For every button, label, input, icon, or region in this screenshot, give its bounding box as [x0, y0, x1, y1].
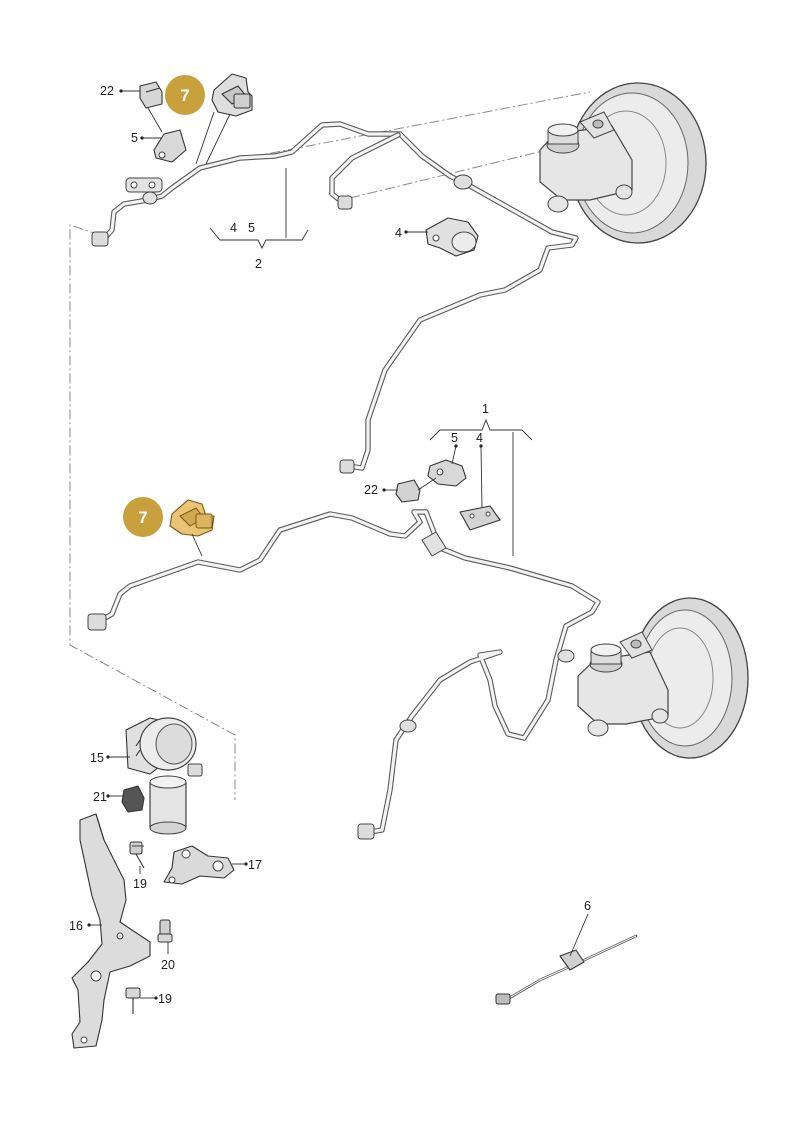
support-bracket-16	[71, 813, 151, 1049]
callout-bolt-20[interactable]: 20	[161, 958, 175, 972]
callout-mid-22[interactable]: 22	[364, 483, 378, 497]
callout-top-4[interactable]: 4	[395, 226, 402, 240]
callout-mid-group-5[interactable]: 5	[451, 431, 458, 445]
brake-booster-bottom	[577, 597, 749, 759]
pipe-holder-top-4	[425, 217, 479, 257]
plug-connector-mid-22	[395, 479, 421, 503]
callout-tie-6[interactable]: 6	[584, 899, 591, 913]
mounting-bracket-mid-5	[427, 459, 467, 487]
callout-labels: 22 5 4 5 2 4 1 5 4 22 15 21 19 17 16 20 …	[69, 84, 591, 1006]
callout-badge-top-7-text: 7	[180, 86, 189, 105]
callout-bolt-19b[interactable]: 19	[158, 992, 172, 1006]
leader-lines	[89, 90, 589, 999]
callout-mid-group-4[interactable]: 4	[476, 431, 483, 445]
brake-booster-top	[539, 82, 707, 244]
mounting-bracket-top-5	[153, 129, 187, 163]
callout-bolt-19a[interactable]: 19	[133, 877, 147, 891]
bolt-19-upper	[129, 841, 145, 869]
vacuum-pump-15	[125, 717, 203, 835]
callout-top-22[interactable]: 22	[100, 84, 114, 98]
plug-connector-top-22	[139, 81, 163, 109]
callout-top-5[interactable]: 5	[131, 131, 138, 145]
group-bracket-top-2	[209, 168, 309, 250]
callout-top-group-4[interactable]: 4	[230, 221, 237, 235]
vacuum-line-bottom	[87, 509, 601, 840]
callout-badge-top-7[interactable]: 7	[165, 75, 205, 115]
vacuum-line-top	[91, 121, 579, 474]
adhesive-pad-mid-4	[459, 505, 501, 531]
bolt-20	[157, 919, 173, 943]
callout-pump-21[interactable]: 21	[93, 790, 107, 804]
callout-badge-mid-7[interactable]: 7	[123, 497, 163, 537]
pressure-sensor-mid-7	[169, 499, 215, 537]
callout-bracket-16[interactable]: 16	[69, 919, 83, 933]
pump-bracket-17	[163, 845, 235, 885]
pressure-sensor-top-7	[211, 73, 253, 117]
callout-bracket-17[interactable]: 17	[248, 858, 262, 872]
callout-mid-group-1[interactable]: 1	[482, 402, 489, 416]
cable-tie-6	[495, 934, 638, 1005]
group-bracket-mid-1	[429, 418, 533, 556]
callout-badge-mid-7-text: 7	[138, 508, 147, 527]
callout-top-group-5[interactable]: 5	[248, 221, 255, 235]
bolt-19-lower	[125, 987, 141, 1014]
plug-connector-21	[121, 785, 145, 813]
callout-pump-15[interactable]: 15	[90, 751, 104, 765]
callout-top-group-2[interactable]: 2	[255, 257, 262, 271]
